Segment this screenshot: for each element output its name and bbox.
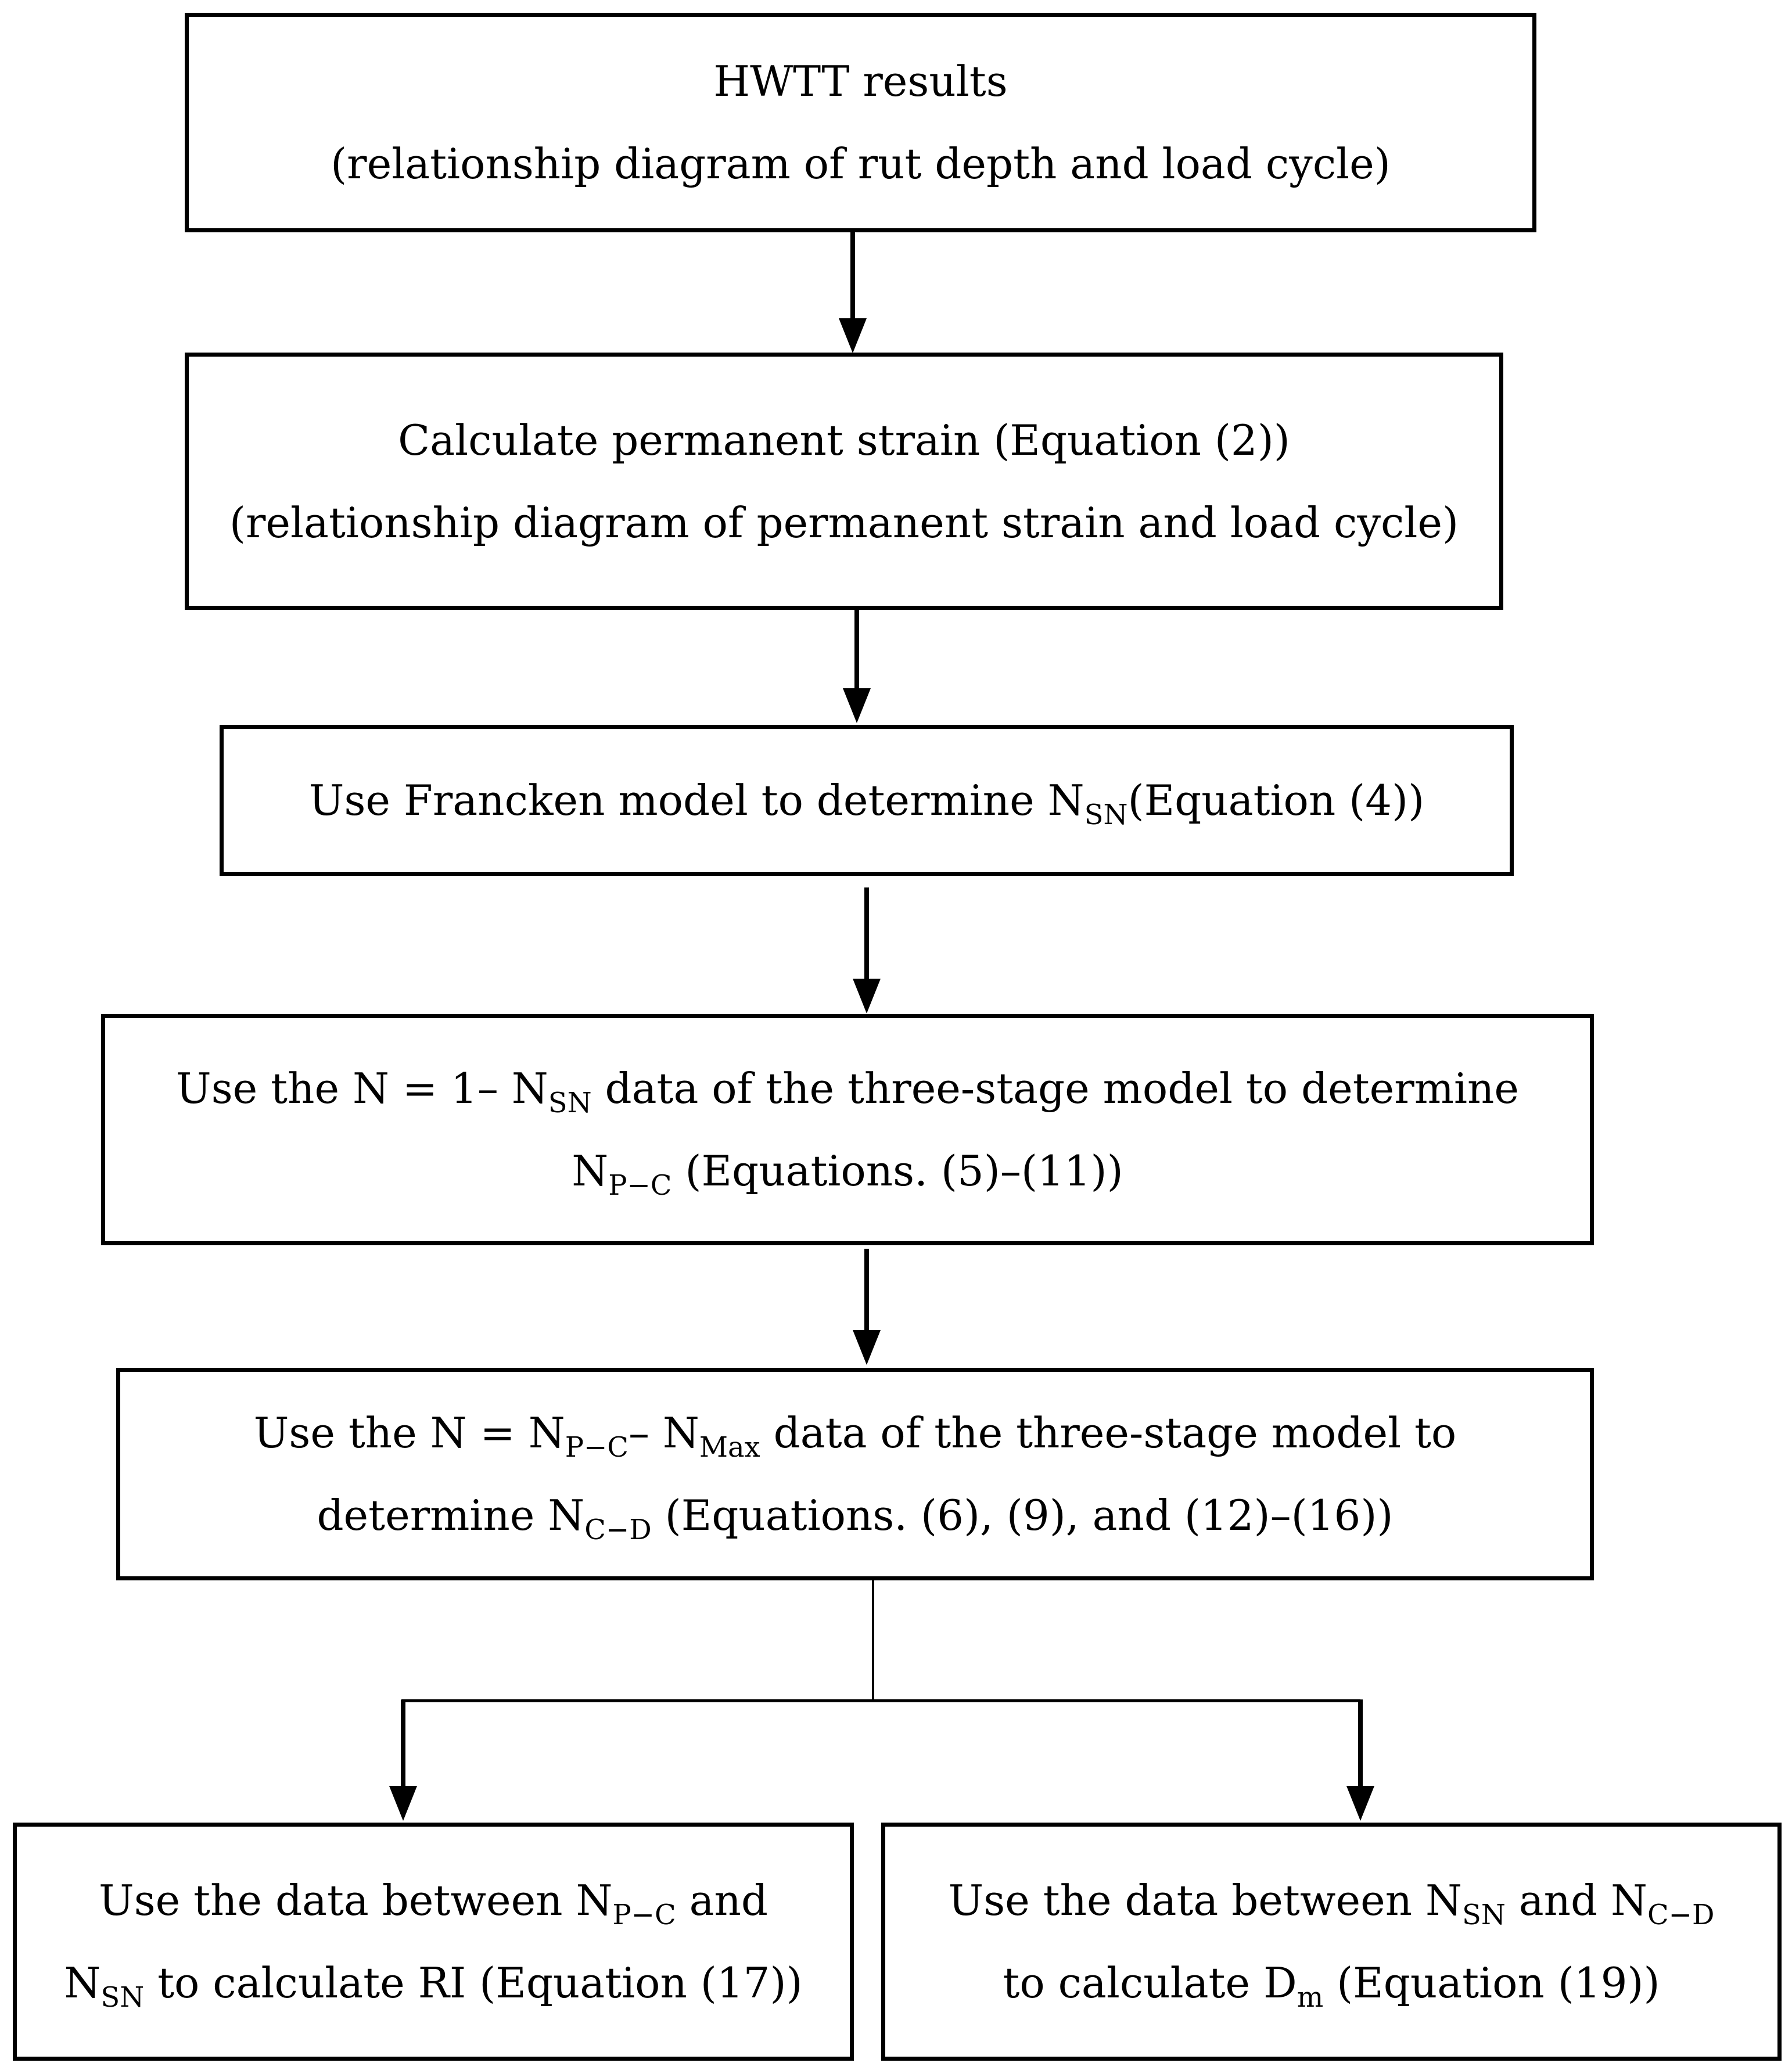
math-symbol: NC−D (548, 1491, 651, 1544)
arrow-francken-to-npc (853, 887, 881, 1014)
box-text-line: Use the N = NP−C– NMax data of the three… (254, 1392, 1457, 1474)
math-main: N (1047, 776, 1084, 825)
text-run: data of the three-stage model to (760, 1408, 1457, 1457)
text-run: Use the data between (948, 1876, 1425, 1925)
math-main: N = 1– N (352, 1064, 548, 1113)
box-text-line: (relationship diagram of permanent strai… (229, 481, 1459, 564)
box-text-line: NSN to calculate RI (Equation (17)) (64, 1942, 802, 2024)
text-run: determine (317, 1491, 548, 1540)
text-run: (Equations. (6), (9), and (12)–(16)) (651, 1491, 1394, 1540)
text-run: and (1505, 1876, 1611, 1925)
math-main: N (576, 1876, 613, 1925)
text-run: (Equation (4)) (1127, 776, 1425, 825)
math-main: RI (418, 1958, 466, 2007)
math-symbol: NSN (64, 1958, 144, 2011)
text-run: to calculate (1003, 1958, 1263, 2007)
box-text-line: Use the data between NSN and NC−D (949, 1859, 1715, 1942)
math-symbol: NC−D (1611, 1876, 1714, 1929)
box-text-line: Use the N = 1– NSN data of the three-sta… (176, 1047, 1519, 1130)
arrow-branch-to-dm (1346, 1699, 1374, 1821)
math-symbol: N = NP−C (430, 1408, 629, 1461)
math-main: N (1425, 1876, 1462, 1925)
arrow-branch-to-ri (389, 1699, 417, 1821)
text-run: and (676, 1876, 768, 1925)
math-subscript: P−C (565, 1431, 629, 1464)
math-subscript: SN (1084, 799, 1128, 831)
box-text-line: Use Francken model to determine NSN(Equa… (309, 759, 1424, 842)
text-run: Use Francken model to determine (308, 776, 1048, 825)
math-main: D (1263, 1958, 1297, 2007)
math-symbol: NSN (1047, 776, 1128, 829)
arrow-hwtt-to-strain (839, 231, 867, 353)
text-run: Calculate permanent strain (Equation (2)… (398, 415, 1290, 465)
text-run: (relationship diagram of permanent strai… (229, 498, 1459, 547)
math-subscript: SN (548, 1087, 592, 1119)
math-subscript: SN (1461, 1899, 1506, 1931)
step-hwtt-results: HWTT results (relationship diagram of rut… (185, 13, 1536, 232)
math-main: – N (629, 1408, 699, 1457)
math-symbol: NP−C (572, 1147, 671, 1199)
math-symbol: N = 1– NSN (352, 1064, 592, 1117)
text-run: (Equations. (5)–(11)) (671, 1147, 1123, 1195)
text-run: to calculate (144, 1958, 418, 2007)
math-symbol: RI (418, 1958, 466, 2007)
box-text-line: HWTT results (713, 40, 1007, 123)
branch-connector (402, 1580, 1360, 1702)
box-text-line: NP−C (Equations. (5)–(11)) (572, 1130, 1123, 1212)
step-determine-ncd: Use the N = NP−C– NMax data of the three… (116, 1368, 1594, 1580)
step-francken-model: Use Francken model to determine NSN(Equa… (220, 725, 1514, 876)
arrow-npc-to-ncd (853, 1249, 881, 1365)
math-symbol: Dm (1263, 1958, 1323, 2011)
text-run: Use the (176, 1064, 353, 1113)
math-main: N = N (430, 1408, 565, 1457)
box-text-line: Calculate permanent strain (Equation (2)… (398, 399, 1290, 481)
math-symbol: NSN (1425, 1876, 1506, 1929)
math-subscript: P−C (612, 1899, 676, 1931)
text-run: Use the data between (99, 1876, 576, 1925)
math-symbol: – NMax (629, 1408, 760, 1461)
text-run: Use the (253, 1408, 430, 1457)
text-run: data of the three-stage model to determi… (591, 1064, 1519, 1113)
box-text-line: to calculate Dm (Equation (19)) (1003, 1942, 1660, 2024)
step-determine-npc: Use the N = 1– NSN data of the three-sta… (101, 1014, 1594, 1245)
math-main: N (572, 1147, 609, 1195)
math-subscript: C−D (584, 1514, 652, 1546)
box-text-line: (relationship diagram of rut depth and l… (331, 123, 1391, 205)
text-run: (relationship diagram of rut depth and l… (331, 139, 1391, 188)
math-subscript: Max (699, 1431, 760, 1464)
math-main: N (64, 1958, 101, 2007)
text-run: (Equation (17)) (466, 1958, 803, 2007)
math-subscript: m (1297, 1981, 1324, 2014)
text-run: HWTT results (713, 57, 1008, 106)
math-subscript: SN (100, 1981, 145, 2014)
math-subscript: P−C (608, 1169, 672, 1202)
box-text-line: determine NC−D (Equations. (6), (9), and… (317, 1474, 1393, 1557)
math-main: N (1611, 1876, 1648, 1925)
text-run: (Equation (19)) (1323, 1958, 1660, 2007)
arrow-strain-to-francken (843, 609, 871, 723)
math-symbol: NP−C (576, 1876, 676, 1929)
box-text-line: Use the data between NP−C and (99, 1859, 768, 1942)
math-main: N (548, 1491, 585, 1540)
step-calculate-permanent-strain: Calculate permanent strain (Equation (2)… (185, 353, 1503, 610)
math-subscript: C−D (1647, 1899, 1715, 1931)
